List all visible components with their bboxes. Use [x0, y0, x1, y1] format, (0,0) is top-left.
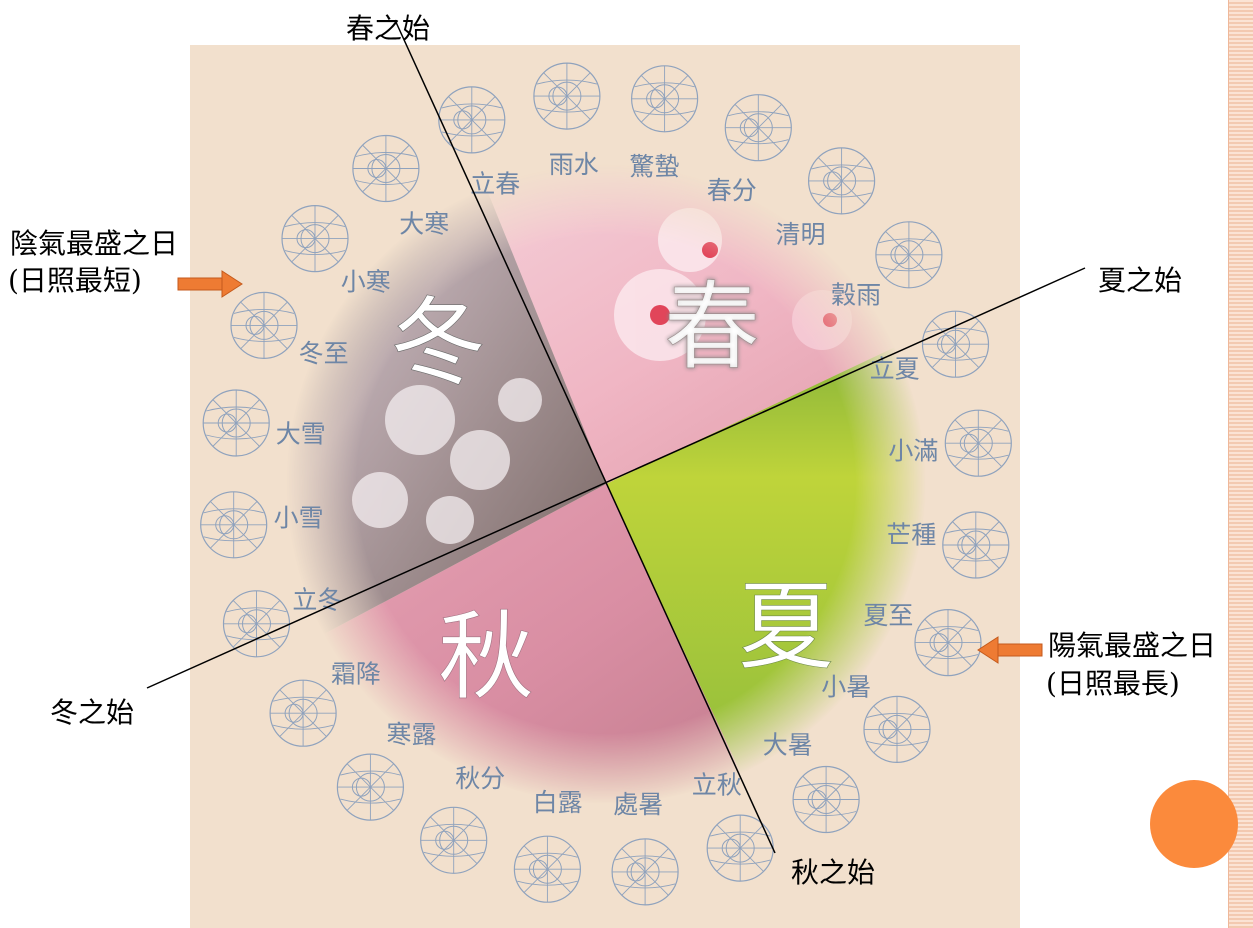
summer-winter-boundary-line	[146, 267, 1086, 689]
spring-autumn-boundary-line	[394, 19, 776, 854]
solar-term-label: 白露	[533, 788, 583, 817]
solar-term-label: 小寒	[341, 267, 391, 296]
solar-term-label: 大暑	[763, 731, 813, 760]
solar-term-label: 春分	[707, 176, 757, 205]
solar-term-label: 立夏	[870, 355, 920, 384]
label-winter-start: 冬之始	[50, 696, 134, 729]
season-spring-char: 春	[664, 271, 760, 383]
solar-term-label: 夏至	[863, 601, 913, 630]
blossom-decoration	[614, 208, 852, 361]
solar-term-label: 立冬	[292, 585, 342, 614]
winter-solstice-note-line2: (日照最短)	[8, 264, 142, 297]
solar-term-label: 霜降	[331, 659, 381, 688]
solar-term-label: 大寒	[399, 210, 449, 239]
solar-term-label: 冬至	[299, 339, 349, 368]
accent-circle	[1150, 780, 1238, 868]
solar-term-label: 芒種	[886, 520, 936, 549]
summer-quadrant	[606, 250, 1100, 900]
season-wheel	[200, 80, 1100, 900]
solar-term-label: 驚蟄	[629, 152, 679, 181]
solar-term-label: 秋分	[455, 764, 505, 793]
solar-term-label: 立春	[470, 169, 520, 198]
solar-term-label: 立秋	[692, 771, 742, 800]
snow-blossom-decoration	[352, 378, 542, 544]
autumn-quadrant	[200, 484, 800, 900]
summer-solstice-note-line2: (日照最長)	[1046, 667, 1180, 700]
label-summer-start: 夏之始	[1098, 264, 1182, 297]
arrow-left-icon	[977, 636, 1043, 664]
solar-term-label: 小滿	[888, 436, 938, 465]
solar-term-label: 寒露	[386, 720, 436, 749]
slide-side-stripe	[1228, 0, 1253, 928]
season-summer-char: 夏	[738, 571, 834, 683]
arrow-right-icon	[177, 270, 243, 298]
solar-term-label: 清明	[775, 220, 825, 249]
winter-solstice-note-line1: 陰氣最盛之日	[10, 227, 178, 260]
solar-term-label: 小雪	[274, 504, 324, 533]
summer-solstice-note-line1: 陽氣最盛之日	[1048, 629, 1216, 662]
solar-term-label: 大雪	[276, 420, 326, 449]
solar-term-label: 雨水	[549, 150, 599, 179]
solar-term-label: 小暑	[821, 673, 871, 702]
label-spring-start: 春之始	[346, 12, 430, 45]
solar-term-label: 穀雨	[831, 281, 881, 310]
season-autumn-char: 秋	[438, 601, 534, 713]
season-winter-char: 冬	[390, 287, 486, 399]
solar-term-label: 處暑	[613, 790, 663, 819]
label-autumn-start: 秋之始	[791, 856, 875, 889]
